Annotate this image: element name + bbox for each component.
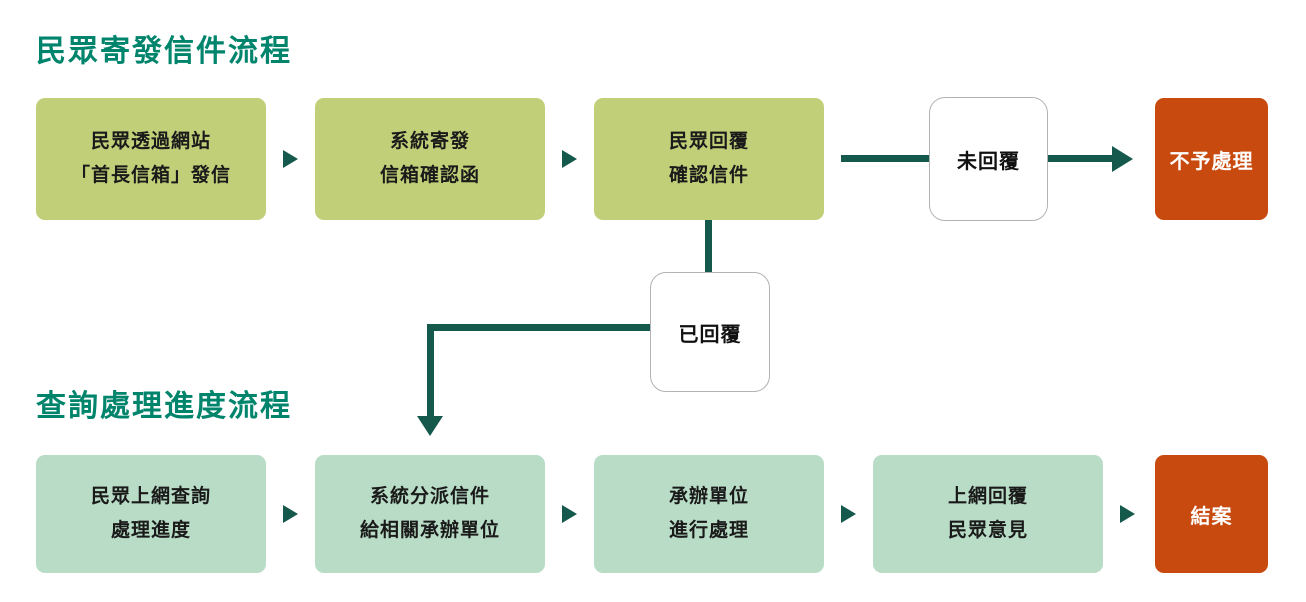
step-system-confirm-mail: 系統寄發 信箱確認函 — [315, 98, 545, 220]
step-text-line2: 信箱確認函 — [379, 165, 480, 186]
replied-connector-horizontal-line — [427, 324, 652, 331]
step-text-line1: 承辦單位 — [668, 486, 749, 507]
branch-label-replied: 已回覆 — [650, 272, 770, 392]
terminal-text: 不予處理 — [1169, 150, 1254, 173]
section1-title: 民眾寄發信件流程 — [36, 35, 292, 68]
step-text-line1: 民眾透過網站 — [90, 131, 211, 152]
replied-connector-vertical-line — [427, 324, 434, 418]
step-citizen-reply: 民眾回覆 確認信件 — [594, 98, 824, 220]
arrowhead-right-icon — [1112, 146, 1133, 172]
step-text-line2: 確認信件 — [668, 165, 749, 186]
step-query-progress: 民眾上網查詢 處理進度 — [36, 455, 266, 573]
step-system-dispatch: 系統分派信件 給相關承辦單位 — [315, 455, 545, 573]
arrow-right-icon — [1120, 505, 1135, 523]
step-text-line2: 給相關承辦單位 — [359, 520, 500, 541]
step-text-line2: 進行處理 — [668, 520, 749, 541]
step-send-mail: 民眾透過網站 「首長信箱」發信 — [36, 98, 266, 220]
step-reply-online: 上網回覆 民眾意見 — [873, 455, 1103, 573]
branch-label-text: 已回覆 — [678, 323, 742, 346]
terminal-case-closed: 結案 — [1155, 455, 1268, 573]
step-text-line2: 「首長信箱」發信 — [70, 165, 231, 186]
step-text-line1: 系統寄發 — [389, 131, 470, 152]
arrow-right-icon — [283, 150, 298, 168]
branch-label-text: 未回覆 — [957, 150, 1020, 173]
step-text-line1: 民眾上網查詢 — [90, 486, 211, 507]
arrow-right-icon — [562, 505, 577, 523]
step-unit-process: 承辦單位 進行處理 — [594, 455, 824, 573]
step-text-line1: 上網回覆 — [947, 486, 1028, 507]
branch-label-no-reply: 未回覆 — [929, 97, 1048, 221]
arrow-right-icon — [562, 150, 577, 168]
arrow-right-icon — [283, 505, 298, 523]
section2-title: 查詢處理進度流程 — [36, 390, 292, 423]
arrow-right-icon — [841, 505, 856, 523]
step-text-line2: 民眾意見 — [947, 520, 1028, 541]
terminal-text: 結案 — [1190, 505, 1233, 528]
arrowhead-down-icon — [417, 416, 443, 436]
step-text-line2: 處理進度 — [110, 520, 191, 541]
step-text-line1: 系統分派信件 — [369, 486, 490, 507]
replied-connector-down-line — [705, 220, 712, 274]
terminal-no-processing: 不予處理 — [1155, 98, 1268, 220]
step-text-line1: 民眾回覆 — [668, 131, 749, 152]
